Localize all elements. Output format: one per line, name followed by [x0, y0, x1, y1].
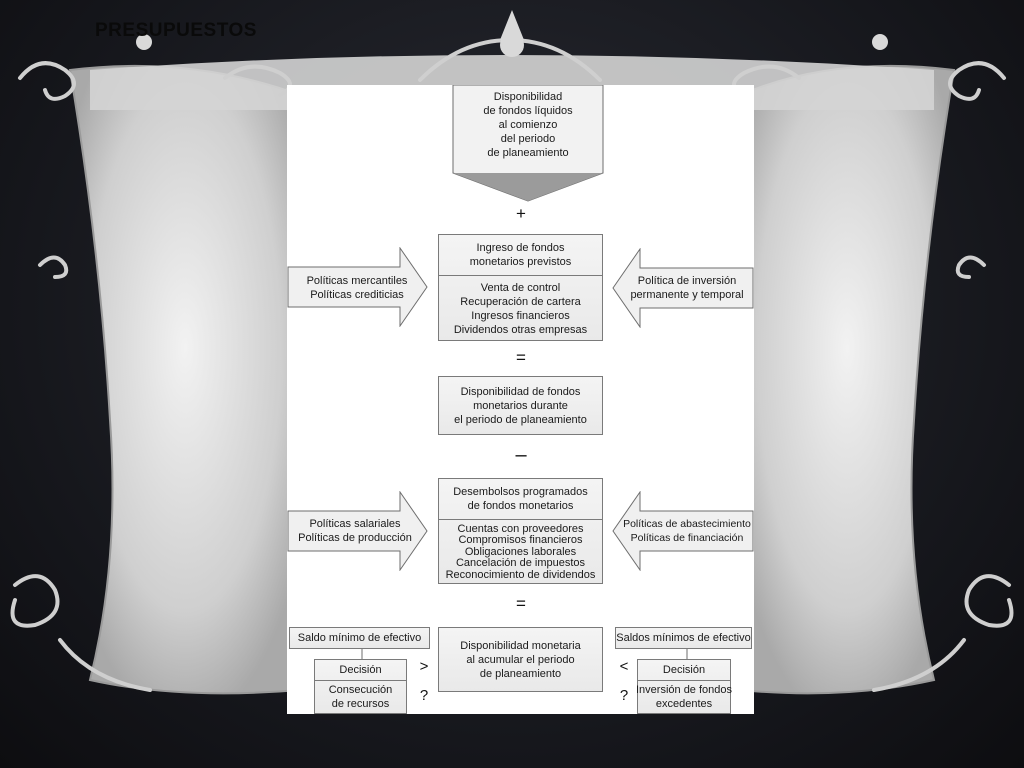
final-line: de planeamiento — [479, 667, 562, 680]
outflow-items: Cuentas con proveedores Compromisos fina… — [439, 521, 602, 584]
outflow-item: Compromisos financieros — [458, 534, 583, 547]
left-arrow-2-line: Políticas salariales — [309, 518, 401, 530]
income-item: Recuperación de cartera — [460, 296, 581, 308]
left-arrow-2 — [287, 491, 428, 571]
outflow-item: Obligaciones laborales — [464, 545, 577, 558]
availability-line: el periodo de planeamiento — [454, 413, 587, 426]
start-box-line: de planeamiento — [487, 147, 569, 159]
left-question-mark: ? — [419, 687, 429, 704]
slide-title: PRESUPUESTOS — [95, 20, 257, 41]
income-box: Ingreso de fondos monetarios previstos V… — [438, 234, 603, 341]
income-item: Venta de control — [480, 282, 561, 294]
start-box-line: de fondos líquidos — [483, 105, 573, 117]
left-saldo-label: Saldo mínimo de efectivo — [297, 632, 422, 644]
start-box-line: del periodo — [500, 133, 556, 145]
left-arrow-1 — [287, 247, 428, 327]
left-arrow-1-line: Políticas crediticias — [310, 289, 404, 301]
final-box: Disponibilidad monetaria al acumular el … — [438, 627, 603, 692]
availability-line: Disponibilidad de fondos — [460, 385, 581, 398]
plus-operator: + — [516, 204, 526, 223]
right-arrow-2-line: Políticas de financiación — [630, 532, 744, 544]
minus-operator: – — [515, 444, 527, 466]
availability-box: Disponibilidad de fondos monetarios dura… — [438, 376, 603, 435]
left-action-line: de recursos — [331, 698, 390, 710]
ornament — [10, 37, 1014, 692]
outflow-box: Desembolsos programados de fondos moneta… — [438, 478, 603, 584]
frame-shape — [739, 64, 956, 695]
outflow-header: Desembolsos programados de fondos moneta… — [439, 479, 602, 519]
income-header-line: monetarios previstos — [469, 256, 572, 268]
income-items: Venta de control Recuperación de cartera… — [439, 277, 602, 341]
income-item: Dividendos otras empresas — [453, 324, 588, 336]
left-arrow-2-line: Políticas de producción — [298, 532, 412, 544]
final-text: Disponibilidad monetaria al acumular el … — [439, 628, 602, 691]
right-saldo-label: Saldos mínimos de efectivo — [616, 632, 751, 644]
outflow-item: Cancelación de impuestos — [455, 557, 586, 570]
right-decision-label: Decisión — [662, 664, 706, 676]
left-decision-box: Decisión Consecución de recursos — [314, 659, 407, 714]
left-decision-divider — [315, 680, 406, 681]
right-arrow-2-text: Políticas de abastecimiento Políticas de… — [620, 517, 754, 545]
left-action-line: Consecución — [328, 684, 393, 696]
final-line: Disponibilidad monetaria — [460, 639, 581, 652]
right-saldo-box: Saldos mínimos de efectivo — [615, 627, 752, 649]
final-line: al acumular el periodo — [466, 653, 575, 666]
availability-line: monetarios durante — [473, 399, 568, 412]
right-decision-divider — [638, 680, 730, 681]
left-action: Consecución de recursos — [315, 681, 406, 713]
right-decision-box: Decisión Inversión de fondos excedentes — [636, 659, 733, 714]
start-box-line: al comienzo — [498, 119, 558, 131]
start-box-line: Disponibilidad — [493, 91, 563, 103]
ornament — [136, 10, 888, 57]
left-compare-sign: > — [419, 658, 429, 675]
right-arrow-1 — [612, 248, 754, 328]
right-bottom-connectors — [686, 647, 688, 660]
right-arrow-2-line: Políticas de abastecimiento — [623, 518, 751, 530]
income-header: Ingreso de fondos monetarios previstos — [439, 235, 602, 275]
outflow-item: Cuentas con proveedores — [457, 522, 584, 535]
outflow-divider — [439, 519, 602, 520]
right-action-line: excedentes — [655, 698, 713, 710]
outflow-header-line: Desembolsos programados — [453, 486, 588, 498]
income-divider — [439, 275, 602, 276]
income-header-line: Ingreso de fondos — [476, 242, 565, 254]
outflow-item: Reconocimiento de dividendos — [445, 568, 596, 581]
right-arrow-1-text: Política de inversión permanente y tempo… — [622, 274, 752, 302]
left-arrow-1-text: Políticas mercantiles Políticas creditic… — [293, 274, 421, 302]
diagram-panel: Disponibilidad de fondos líquidos al com… — [287, 85, 754, 714]
right-action-line: Inversión de fondos — [636, 684, 733, 696]
start-box-text: Disponibilidad de fondos líquidos al com… — [452, 90, 604, 160]
frame-shape — [68, 64, 301, 695]
income-item: Ingresos financieros — [471, 310, 570, 322]
availability-text: Disponibilidad de fondos monetarios dura… — [439, 377, 602, 434]
outflow-header-line: de fondos monetarios — [467, 500, 574, 512]
left-arrow-2-text: Políticas salariales Políticas de produc… — [291, 517, 419, 545]
start-box-shape — [452, 85, 604, 202]
left-saldo-box: Saldo mínimo de efectivo — [289, 627, 430, 649]
left-arrow-1-line: Políticas mercantiles — [306, 275, 408, 287]
left-bottom-connectors — [361, 647, 363, 660]
right-arrow-2 — [612, 491, 754, 571]
equals-operator-1: = — [516, 348, 526, 367]
right-arrow-1-line: permanente y temporal — [630, 289, 744, 301]
right-question-mark: ? — [619, 687, 629, 704]
right-action: Inversión de fondos excedentes — [636, 681, 733, 713]
left-decision-label: Decisión — [339, 664, 382, 676]
right-compare-sign: < — [619, 658, 629, 675]
right-arrow-1-line: Política de inversión — [637, 275, 737, 287]
equals-operator-2: = — [516, 594, 526, 613]
